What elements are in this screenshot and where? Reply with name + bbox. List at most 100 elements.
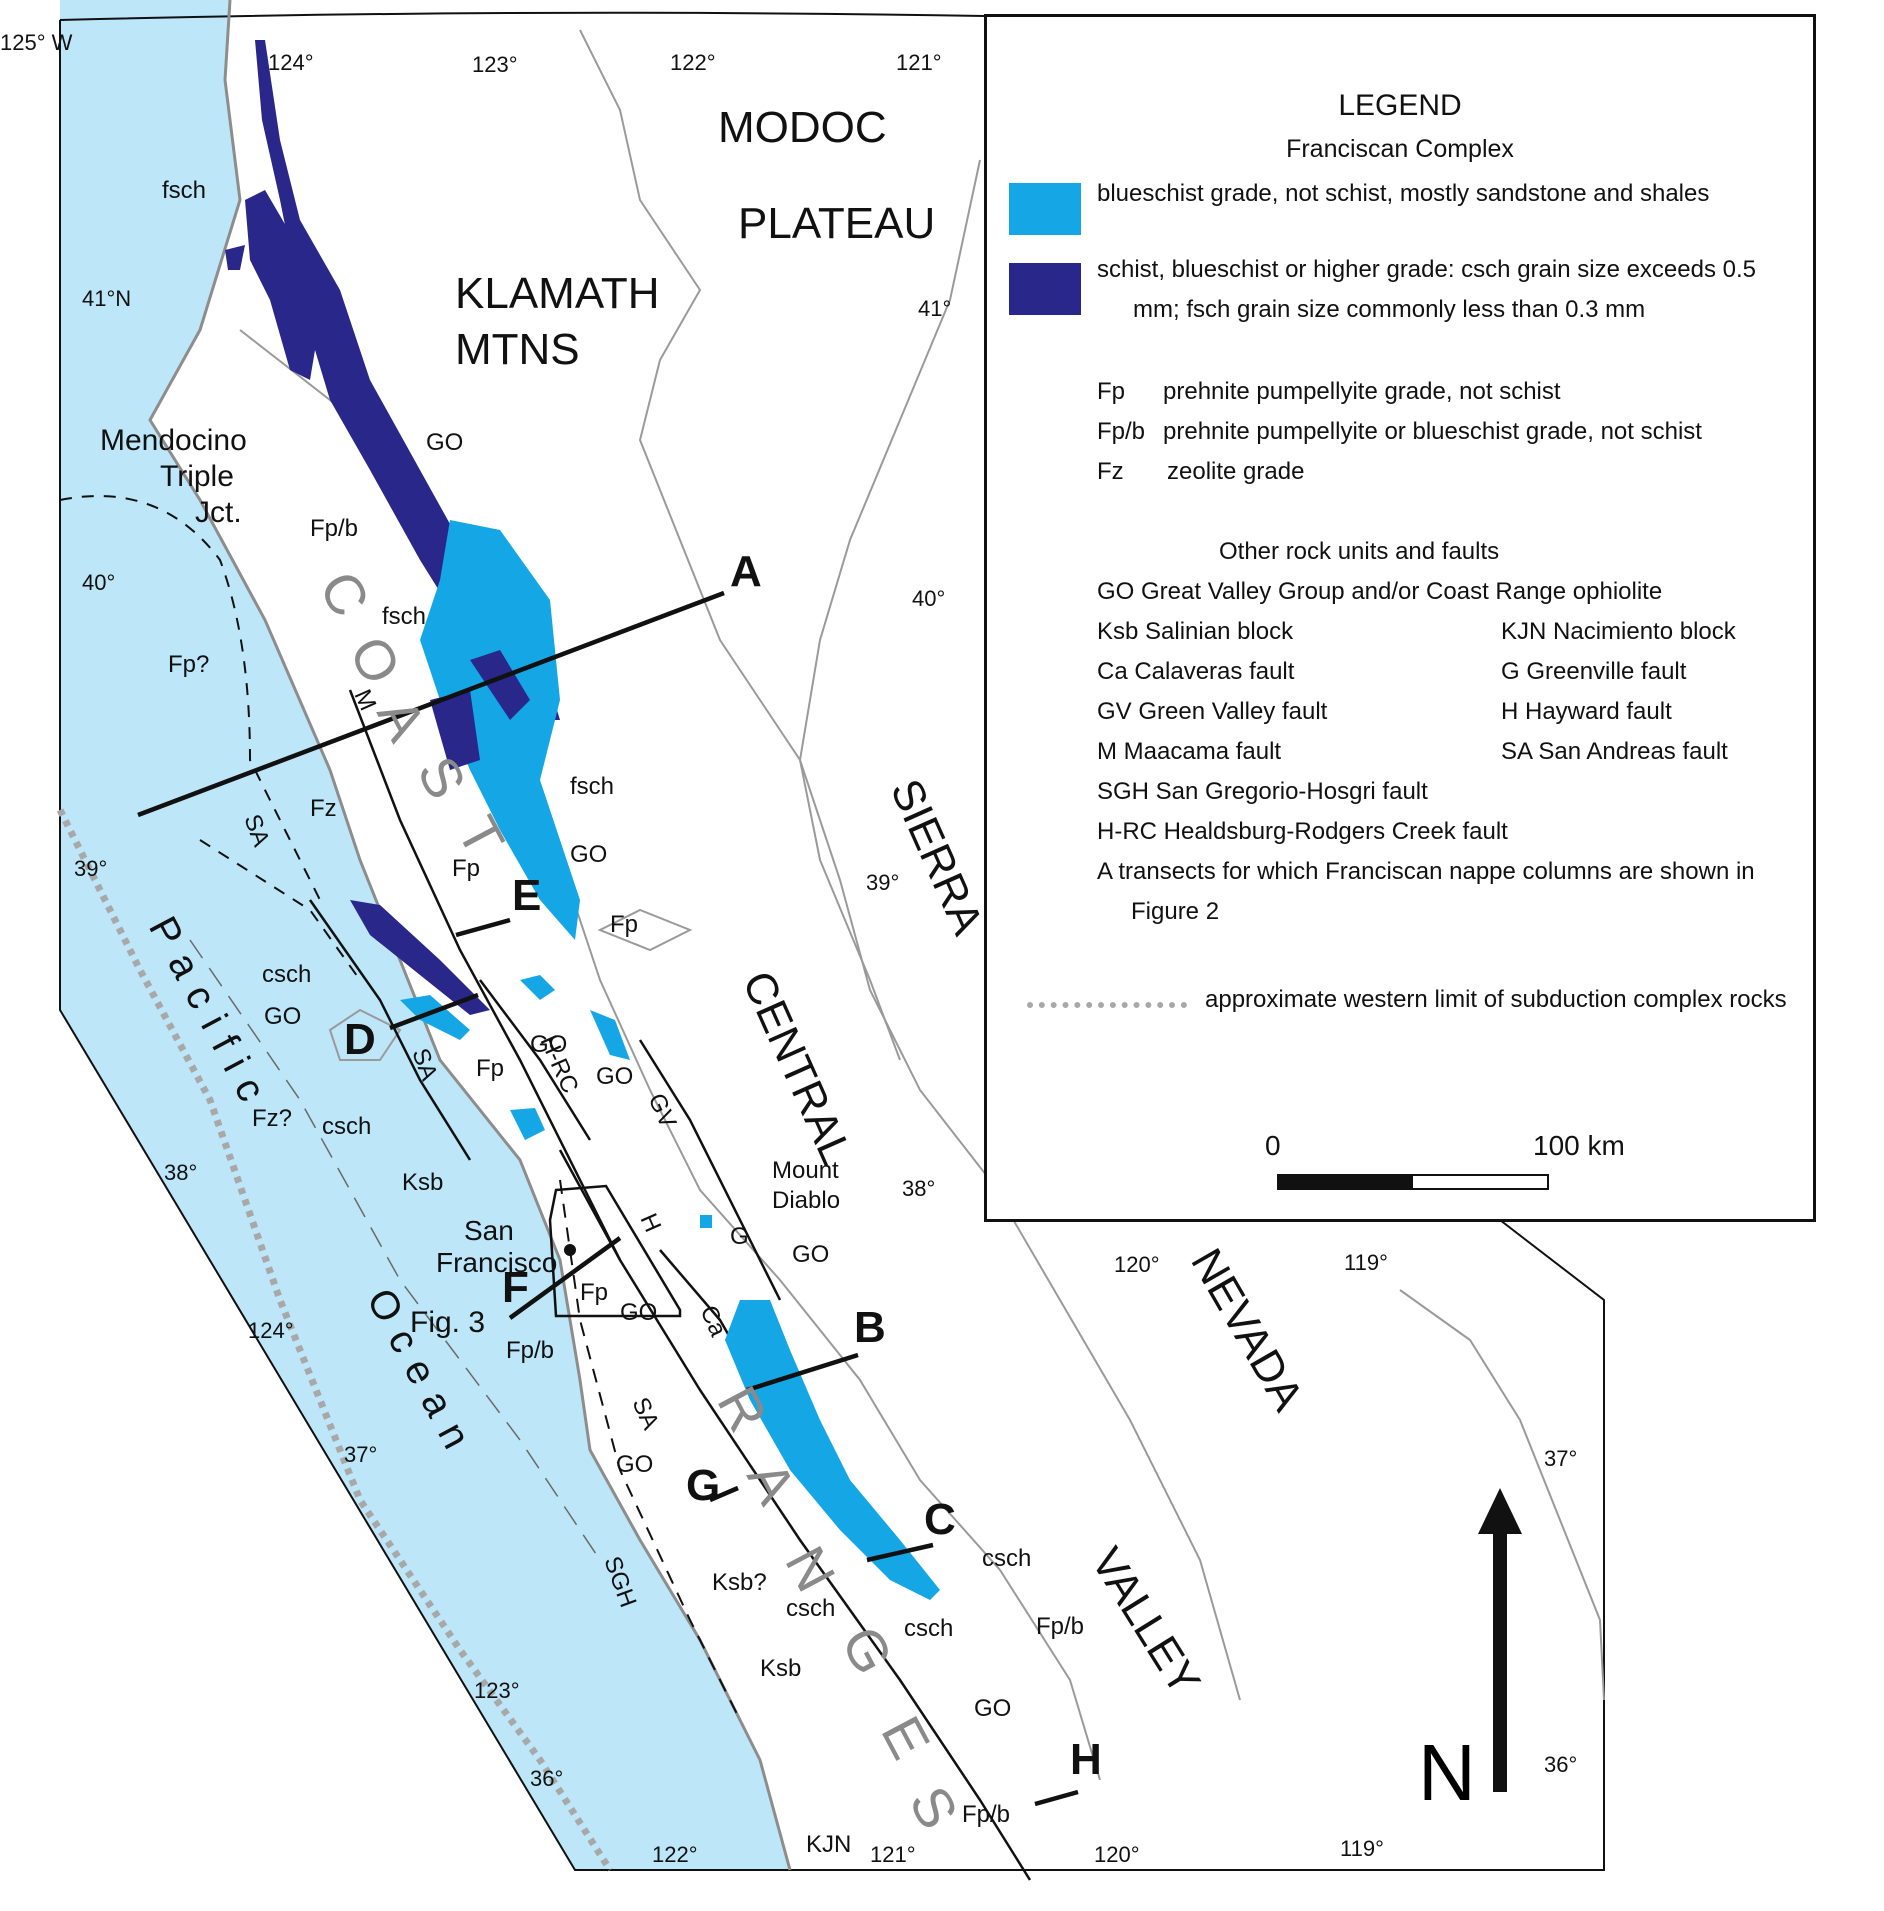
- pacific-ocean-area: [0, 0, 790, 1870]
- legend-fpb-text: prehnite pumpellyite or blueschist grade…: [1163, 418, 1702, 445]
- legend-schist-text-2: mm; fsch grain size commonly less than 0…: [1133, 296, 1646, 323]
- mendocino-fracture-zone: [59, 495, 321, 901]
- tick-label: 121°: [896, 50, 942, 75]
- ranges-letter-s: S: [897, 1776, 970, 1839]
- north-label: N: [1418, 1728, 1476, 1817]
- tick-label: 39°: [74, 856, 107, 881]
- transect-label: D: [344, 1015, 376, 1064]
- unit-label: csch: [786, 1595, 835, 1622]
- unit-label: Fz?: [252, 1105, 292, 1132]
- transect-label: F: [502, 1263, 529, 1312]
- sgh-fault-dashed: [559, 1179, 741, 1721]
- tick-label: 40°: [912, 586, 945, 611]
- legend-schist-text-1: schist, blueschist or higher grade: csch…: [1097, 256, 1757, 283]
- unit-label: GO: [570, 841, 607, 868]
- unit-label: csch: [904, 1615, 953, 1642]
- francisco-label: Francisco: [436, 1247, 557, 1278]
- unit-label: Ksb: [760, 1655, 801, 1682]
- fig3-label: Fig. 3: [410, 1306, 485, 1339]
- subduction-limit-line: [56, 808, 613, 1872]
- mount-label: Mount: [772, 1157, 839, 1184]
- plateau-label: PLATEAU: [738, 199, 935, 248]
- unit-label: Fp/b: [1036, 1613, 1084, 1640]
- tick-label: 119°: [1344, 1250, 1388, 1275]
- unit-labels: fsch fsch fsch GO GO GO GO GO GO GO GO G…: [162, 177, 1084, 1858]
- unit-label: csch: [322, 1113, 371, 1140]
- unit-label: GO: [530, 1031, 567, 1058]
- unit-label: csch: [262, 961, 311, 988]
- legend-g: G Greenville fault: [1501, 658, 1687, 685]
- unit-label: Fp/b: [962, 1801, 1010, 1828]
- tick-label: 41°: [918, 296, 951, 321]
- legend-fp-text: prehnite pumpellyite grade, not schist: [1163, 378, 1561, 405]
- scale-max-label: 100 km: [1533, 1130, 1625, 1161]
- tick-label: 39°: [866, 870, 899, 895]
- blueschist-swatch: [1009, 183, 1081, 235]
- sierra-label: SIERRA: [881, 772, 993, 942]
- unit-label: fsch: [162, 177, 206, 204]
- ocean-thin-dashed: [189, 939, 601, 1561]
- jct-label: Jct.: [195, 496, 242, 529]
- blueschist-units: [400, 520, 940, 1600]
- tick-label: 40°: [82, 570, 115, 595]
- legend-ksb: Ksb Salinian block: [1097, 618, 1294, 645]
- map-frame: [59, 20, 1605, 1871]
- coastline: [148, 0, 792, 1871]
- legend-panel: LEGEND Franciscan Complex blueschist gra…: [984, 14, 1816, 1222]
- legend-sgh: SGH San Gregorio-Hosgri fault: [1097, 778, 1428, 805]
- tick-label: 124°: [268, 50, 314, 75]
- unit-label: fsch: [382, 603, 426, 630]
- map-top-edge: [59, 11, 985, 21]
- unit-label: Fz: [310, 795, 337, 822]
- legend-limit-text: approximate western limit of subduction …: [1205, 986, 1787, 1013]
- legend-sa: SA San Andreas fault: [1501, 738, 1728, 765]
- mtns-label: MTNS: [455, 325, 580, 374]
- tick-label: 120°: [1094, 1842, 1140, 1867]
- legend-kjn: KJN Nacimiento block: [1501, 618, 1736, 645]
- san-francisco-dot: [564, 1244, 576, 1256]
- legend-fz-code: Fz: [1097, 458, 1124, 485]
- unit-label: GO: [974, 1695, 1011, 1722]
- fault-label: M: [349, 685, 382, 714]
- legend-fp-code: Fp: [1097, 378, 1126, 405]
- modoc-label: MODOC: [718, 103, 887, 152]
- unit-label: GO: [620, 1299, 657, 1326]
- blueschist-dark-inlay: [430, 650, 530, 770]
- unit-label: Ksb?: [712, 1569, 767, 1596]
- tick-label: 37°: [1544, 1446, 1577, 1471]
- unit-label: Fp: [610, 911, 638, 938]
- unit-label: fsch: [570, 773, 614, 800]
- fault-label: H: [635, 1209, 667, 1236]
- mendocino-label: Mendocino: [100, 424, 247, 457]
- fault-label: G: [730, 1223, 749, 1250]
- legend-m: M Maacama fault: [1097, 738, 1282, 765]
- legend-fz-text: zeolite grade: [1167, 458, 1305, 485]
- transect-lines: [137, 590, 1079, 1807]
- klamath-label: KLAMATH: [455, 269, 660, 318]
- legend-transect-2: Figure 2: [1131, 898, 1220, 925]
- legend-h: H Hayward fault: [1501, 698, 1672, 725]
- tick-label: 120°: [1114, 1252, 1160, 1277]
- legend-fpb-code: Fp/b: [1097, 418, 1146, 445]
- unit-label: GO: [264, 1003, 301, 1030]
- unit-label: KJN: [806, 1831, 851, 1858]
- legend-other-heading: Other rock units and faults: [1219, 538, 1500, 565]
- subduction-limit-swatch: [1027, 1002, 1187, 1008]
- legend-blueschist-text: blueschist grade, not schist, mostly san…: [1097, 180, 1710, 207]
- ranges-letter-e: E: [869, 1706, 942, 1769]
- scale-bar: [1277, 1174, 1549, 1190]
- unit-label: Fp: [476, 1055, 504, 1082]
- tick-labels: 125° W 124° 123° 122° 121° 41°N 40° 39° …: [0, 30, 1577, 1867]
- tick-label: 123°: [474, 1678, 520, 1703]
- unit-label: csch: [982, 1545, 1031, 1572]
- triple-label: Triple: [160, 460, 234, 493]
- fault-label: SA: [627, 1393, 665, 1433]
- scale-zero-label: 0: [1265, 1130, 1281, 1161]
- sa-offshore-dashed: [199, 839, 361, 981]
- north-arrow: [1478, 1488, 1522, 1792]
- transect-label: G: [686, 1461, 720, 1510]
- coast-letter-c: C: [307, 561, 382, 626]
- unit-label: GO: [426, 429, 463, 456]
- tick-label: 36°: [530, 1766, 563, 1791]
- scale-bar-fill: [1279, 1176, 1413, 1188]
